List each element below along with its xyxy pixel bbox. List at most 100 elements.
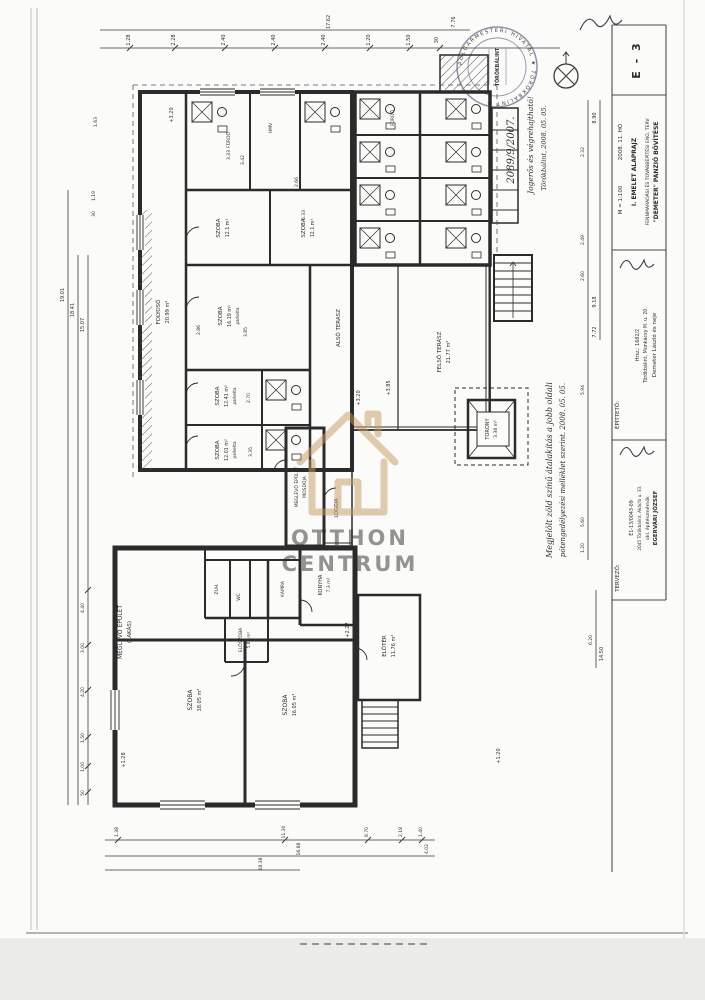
client-address: Törökbálint, Munkácsy M. u. 20. <box>642 307 649 384</box>
dim-label: 2.18 <box>398 827 404 837</box>
room-label-wc: WC <box>236 593 242 601</box>
site-note-line2: pótengedélyezési melléklet szerint. 2008… <box>559 383 567 557</box>
dimension-numbers: 1.28 2.28 2.40 2.40 2.40 1.20 1.50 30 17… <box>60 15 605 871</box>
level-marker: +1.20 <box>496 748 502 763</box>
dim-label: 2.49 <box>580 235 586 245</box>
room-label-konyha: KONYHA <box>318 574 324 595</box>
dim-label: 1.19 <box>91 191 97 201</box>
room-floor-szoba-c: parketta <box>235 307 240 324</box>
dim-label: 5.60 <box>580 517 586 527</box>
dim-label: 2.32 <box>580 147 586 157</box>
room-label-szoba-d: SZOBA <box>215 386 221 405</box>
dim-total: 4.02 <box>424 844 430 854</box>
dim-label: 6.20 <box>588 635 594 645</box>
legal-note-handwriting: Jogerős és végrehajtható! <box>526 96 535 196</box>
room-area-felso-terasz: 21.77 m² <box>446 341 452 364</box>
windows <box>110 87 300 810</box>
client-parcel: Hrsz.: 1682/2 <box>635 329 641 361</box>
room-label-szoba-a: SZOBA <box>216 218 222 237</box>
room-area-szoba-d: 12.41 m² <box>224 385 230 407</box>
walls-bath-wing <box>353 90 492 267</box>
dim-label: 9.18 <box>592 296 598 307</box>
dim-label: 50 <box>80 790 86 796</box>
dim-label: 2.60 <box>580 271 586 281</box>
dim-label: 4.20 <box>80 687 86 697</box>
room-label-szoba-e: SZOBA <box>215 440 221 459</box>
room-floor-szoba-d: parketta <box>232 387 237 404</box>
dim-label: 1.50 <box>406 34 412 45</box>
stair-tower <box>493 254 533 322</box>
room-area-szoba-a: 12.1 m² <box>225 219 231 238</box>
dim-total: 19.01 <box>60 288 66 302</box>
level-marker: +2.27 <box>345 622 351 637</box>
walls-new-wing <box>138 90 354 472</box>
dim-label: 3.42 <box>240 155 246 165</box>
room-area-eloter: 11.76 m² <box>391 635 397 658</box>
room-area-folyoso: 20.99 m² <box>165 301 171 324</box>
room-area-eloszoba: 5.06 m² <box>246 631 251 648</box>
north-symbol <box>553 51 579 89</box>
room-area-szoba-b: 12.1 m² <box>310 219 316 238</box>
room-labels: FOLYOSÓ 20.99 m² SZOBA 12.1 m² SZOBA 12.… <box>116 110 499 717</box>
level-marker: +3.85 <box>386 380 392 395</box>
dim-label: 3.33 <box>226 150 232 160</box>
room-area-szoba-f: 18.05 m² <box>197 689 203 712</box>
dim-label: 1.20 <box>580 543 586 553</box>
dim-label: 5.33 <box>301 210 307 220</box>
dim-label: 1.63 <box>93 117 99 127</box>
dim-label: 2.86 <box>196 325 202 335</box>
dim-label: 2.40 <box>221 34 227 45</box>
room-label-eloter: ELŐTÉR <box>380 635 388 657</box>
case-number-handwriting: 2089/9/2007. <box>506 116 517 184</box>
dim-label: 7.72 <box>592 326 598 337</box>
terraces <box>351 264 491 431</box>
watermark-text-line1: OTTHON <box>291 526 409 550</box>
room-label-szoba-f: SZOBA <box>187 689 194 711</box>
room-label-mosdo-line2: MOSDÓJA <box>301 475 308 498</box>
designer-name: EGERVÁRI JÓZSEF <box>652 490 659 545</box>
room-label-eloszoba: ELŐSZOBA <box>237 627 244 652</box>
watermark: OTTHON CENTRUM <box>282 410 419 576</box>
exterior-stair <box>439 54 519 224</box>
corner-signature-squiggle <box>579 14 623 31</box>
room-label-zuh: ZUH. <box>214 583 220 594</box>
client-signature-squiggle <box>619 258 655 270</box>
dim-label: 1.20 <box>366 34 372 45</box>
watermark-text-line2: CENTRUM <box>282 552 419 576</box>
designer-label: TERVEZŐ: <box>614 564 621 593</box>
room-label-furdo-a: FÜRDŐ <box>225 132 232 148</box>
drawing-scale: M = 1:100 <box>618 185 624 214</box>
room-floor-szoba-e: parketta <box>232 441 237 458</box>
stamp-center-text: TÖRÖKBÁLINT <box>494 47 501 86</box>
title-block-text: E - 3 "DEMETER" PANZIÓ BŐVÍTÉSE FENNMARA… <box>613 41 660 592</box>
dim-label: 30 <box>434 37 440 43</box>
dim-label: 8.70 <box>364 827 370 837</box>
room-area-konyha: 7.3 m² <box>326 577 332 592</box>
client-label: ÉPÍTTETŐ: <box>613 401 621 429</box>
walls-existing-building <box>112 545 358 808</box>
room-label-folyoso: FOLYOSÓ <box>155 299 162 325</box>
level-marker: +3.20 <box>169 107 175 122</box>
dim-label: 1.40 <box>418 827 424 837</box>
drawing-title: I. EMELET ALAPRAJZ <box>631 137 638 206</box>
room-label-mosdo-line1: MEGLÉVŐ ÉPÜLET <box>292 466 300 507</box>
dim-label: 2.40 <box>271 34 277 45</box>
roof-overhang-dashed <box>132 84 498 477</box>
dim-label: 11.30 <box>281 825 287 838</box>
level-marker: +1.28 <box>121 752 127 767</box>
handwritten-annotations: 2089/9/2007. Jogerős és végrehajtható! T… <box>506 96 567 559</box>
dim-label: 4.40 <box>80 603 86 613</box>
project-title-line1: "DEMETER" PANZIÓ BŐVÍTÉSE <box>652 122 660 223</box>
room-label-felso-terasz: FELSŐ TERASZ <box>436 331 443 372</box>
dim-label: 30 <box>91 211 97 217</box>
dim-label: 3.85 <box>243 327 249 337</box>
dim-label: 1.00 <box>80 762 86 772</box>
designer-title: okl. építészmérnök <box>644 496 651 540</box>
dim-total: 17.62 <box>326 15 332 29</box>
entry-hall <box>356 593 422 749</box>
dim-label: 1.38 <box>114 827 120 837</box>
designer-license: É1-13/0043-09 <box>627 500 635 536</box>
building-label-meglevo-line2: (LAKÁS) <box>126 621 133 643</box>
